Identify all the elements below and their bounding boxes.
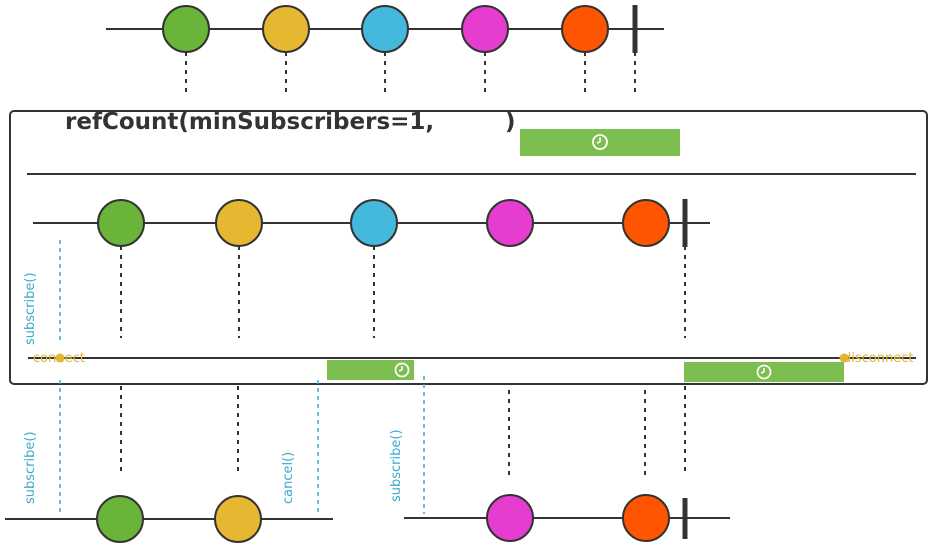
subscribe-label: subscribe() [389, 429, 404, 502]
marble-blue [361, 5, 409, 53]
subscribe-label: subscribe() [23, 272, 38, 345]
marble-green [162, 5, 210, 53]
marble-blue [350, 199, 398, 247]
marble-green [96, 495, 144, 543]
marble-orange [622, 199, 670, 247]
source-timeline [106, 5, 664, 96]
operator-box: refCount(minSubscribers=1, ) subscribe() [9, 109, 928, 385]
first-subscriber-timeline: subscribe() cancel() [5, 380, 333, 543]
disconnect-dot [839, 353, 849, 363]
marble-orange [622, 494, 670, 542]
marble-magenta [486, 494, 534, 542]
operator-label: refCount(minSubscribers=1, [65, 109, 434, 135]
disconnect-label: disconnect [843, 351, 913, 366]
marble-yellow [215, 199, 263, 247]
clock-icon [394, 362, 410, 378]
clock-icon [592, 134, 608, 150]
marble-yellow [262, 5, 310, 53]
operator-close-paren: ) [505, 109, 516, 135]
marble-yellow [214, 495, 262, 543]
clock-icon [756, 364, 772, 380]
timer-bar [327, 360, 414, 380]
connect-dot [55, 353, 65, 363]
output-drop-lines [120, 386, 686, 476]
second-subscriber-timeline: subscribe() [389, 376, 730, 542]
operator-box-frame [9, 110, 928, 385]
subscribe-label: subscribe() [23, 431, 38, 504]
marble-magenta [461, 5, 509, 53]
marble-magenta [486, 199, 534, 247]
cancel-label: cancel() [281, 452, 296, 504]
marble-orange [561, 5, 609, 53]
marble-green [97, 199, 145, 247]
